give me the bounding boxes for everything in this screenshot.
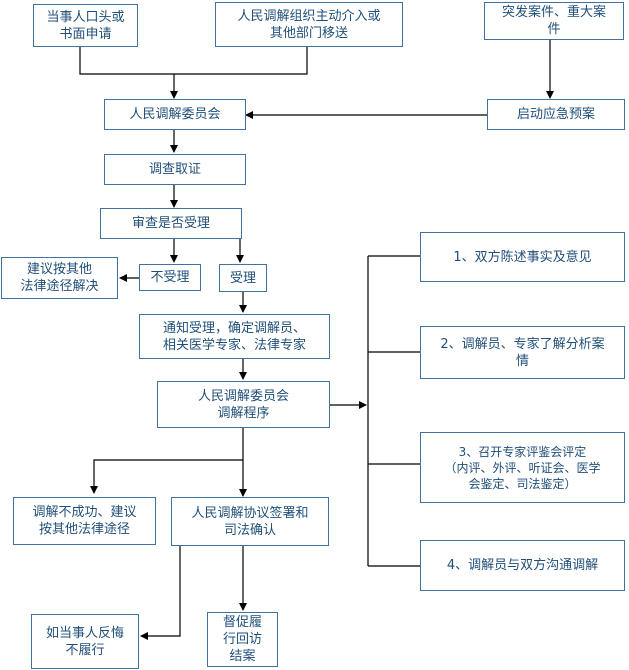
referral-box: 人民调解组织主动介入或 其他部门移送 bbox=[215, 2, 403, 47]
followup-box: 督促履 行回访 结案 bbox=[207, 612, 278, 667]
written-application-box: 当事人口头或 书面申请 bbox=[33, 4, 138, 47]
regret-box: 如当事人反悔 不履行 bbox=[31, 614, 139, 669]
committee-box: 人民调解委员会 bbox=[104, 99, 246, 130]
step4-box: 4、调解员与双方沟通调解 bbox=[420, 540, 625, 591]
step2-box: 2、调解员、专家了解分析案 情 bbox=[420, 326, 625, 379]
merge-line bbox=[79, 47, 308, 75]
procedure-box: 人民调解委员会 调解程序 bbox=[157, 381, 330, 428]
review-box: 审查是否受理 bbox=[100, 208, 242, 239]
step1-box: 1、双方陈述事实及意见 bbox=[420, 232, 625, 282]
notify-box: 通知受理，确定调解员、 相关医学专家、法律专家 bbox=[139, 314, 330, 359]
failed-box: 调解不成功、建议 按其他法律途径 bbox=[13, 497, 156, 545]
other-legal-box: 建议按其他 法律途径解决 bbox=[1, 257, 118, 299]
emergency-case-box: 突发案件、重大案 件 bbox=[484, 2, 624, 40]
investigation-box: 调查取证 bbox=[104, 154, 246, 185]
agreement-box: 人民调解协议签署和 司法确认 bbox=[171, 497, 329, 546]
steps-branches bbox=[368, 255, 420, 567]
emergency-plan-box: 启动应急预案 bbox=[487, 99, 625, 130]
accepted-box: 受理 bbox=[219, 264, 267, 292]
not-accepted-box: 不受理 bbox=[139, 264, 201, 291]
step3-box: 3、召开专家评鉴会评定 （内评、外评、听证会、医学 会鉴定、司法鉴定） bbox=[420, 432, 625, 503]
arrow-to-regret bbox=[140, 546, 181, 640]
arrow-to-failed bbox=[90, 459, 243, 494]
